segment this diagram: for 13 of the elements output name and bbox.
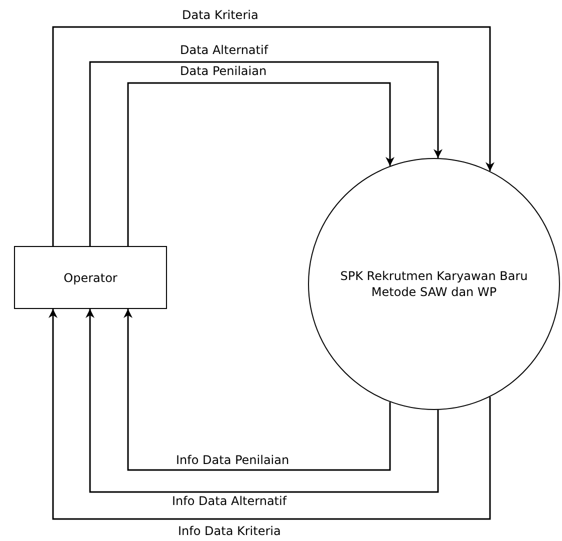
edge-label: Info Data Kriteria <box>178 524 281 538</box>
entity-box: Operator <box>14 246 167 309</box>
edge-label: Info Data Alternatif <box>172 494 287 508</box>
edge-label: Data Kriteria <box>182 8 258 22</box>
flow-arrow <box>127 82 394 246</box>
edge-label: Data Penilaian <box>180 64 267 78</box>
flow-arrow <box>52 26 494 246</box>
edge-label: Data Alternatif <box>180 43 268 57</box>
flow-arrow <box>124 309 391 471</box>
edge-label: Info Data Penilaian <box>176 453 290 467</box>
flow-arrow <box>89 61 442 246</box>
flow-arrow <box>86 309 439 493</box>
flow-arrow <box>48 309 491 520</box>
